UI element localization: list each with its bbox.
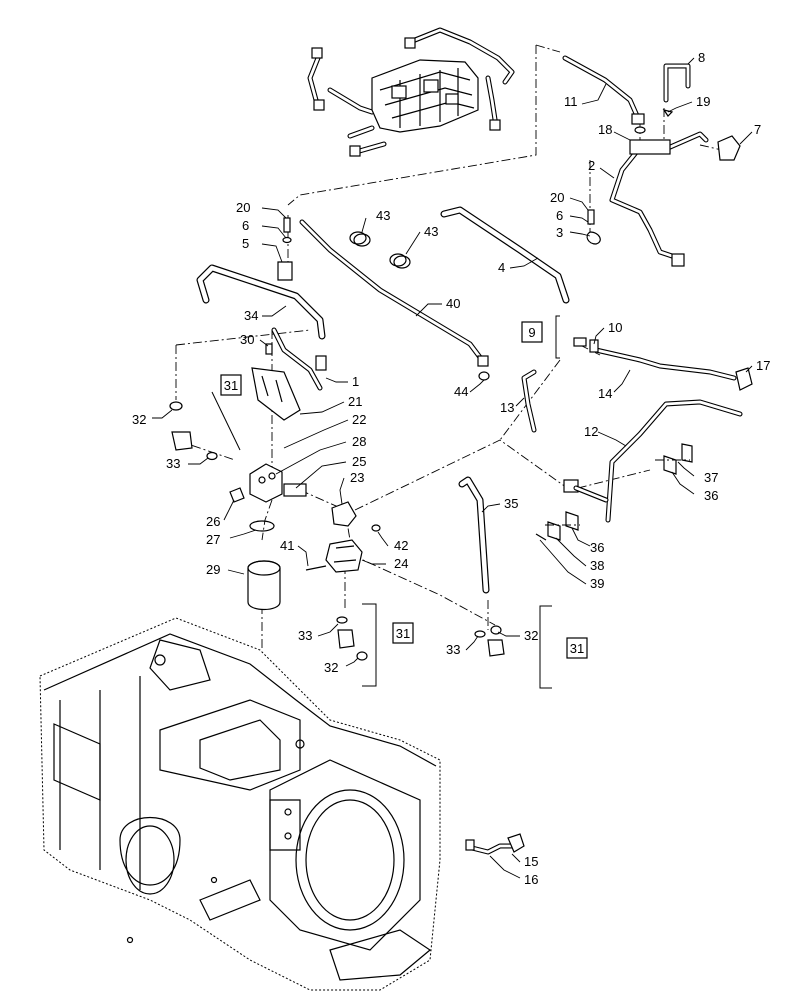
callout-7: 7 (754, 122, 761, 137)
pipe-8 (663, 63, 691, 103)
callout-19: 19 (696, 94, 710, 109)
ref-31b: 31 (396, 626, 410, 641)
callout-20-left: 20 (236, 200, 250, 215)
callout-18: 18 (598, 122, 612, 137)
callout-2: 2 (588, 158, 595, 173)
callout-16: 16 (524, 872, 538, 887)
callout-33-mid: 33 (298, 628, 312, 643)
hose-34 (196, 264, 326, 340)
callouts: 8 11 19 18 7 2 20 6 3 20 6 5 43 43 4 34 … (132, 50, 770, 887)
callout-36-right: 36 (704, 488, 718, 503)
pipe-14 (573, 337, 753, 391)
hose-4 (440, 206, 570, 304)
callout-27: 27 (206, 532, 220, 547)
callout-24: 24 (394, 556, 408, 571)
callout-10: 10 (608, 320, 622, 335)
callout-13: 13 (500, 400, 514, 415)
callout-6-right: 6 (556, 208, 563, 223)
filter-head (229, 463, 307, 532)
callout-34: 34 (244, 308, 258, 323)
callout-36-mid: 36 (590, 540, 604, 555)
leader-lines (152, 57, 753, 879)
callout-38: 38 (590, 558, 604, 573)
callout-11: 11 (564, 94, 578, 109)
callout-4: 4 (498, 260, 505, 275)
ref-box-31b (392, 622, 414, 644)
hose-35 (458, 476, 490, 594)
callout-44: 44 (454, 384, 468, 399)
callout-14: 14 (598, 386, 612, 401)
callout-1: 1 (352, 374, 359, 389)
callout-15: 15 (524, 854, 538, 869)
valve-assembly (307, 27, 515, 157)
callout-22: 22 (352, 412, 366, 427)
callout-29: 29 (206, 562, 220, 577)
callout-26: 26 (206, 514, 220, 529)
hose-and-bracket-1 (251, 327, 327, 421)
callout-30: 30 (240, 332, 254, 347)
callout-5: 5 (242, 236, 249, 251)
pipe-13 (521, 369, 537, 433)
reference-brackets (211, 315, 560, 689)
hose-40 (299, 219, 490, 381)
callout-42: 42 (394, 538, 408, 553)
callout-25: 25 (352, 454, 366, 469)
fittings-left (277, 217, 293, 281)
fittings-left-32-33 (169, 401, 218, 461)
callout-3: 3 (556, 225, 563, 240)
callout-41: 41 (280, 538, 294, 553)
ref-31c: 31 (570, 641, 584, 656)
ref-box-31a (220, 374, 242, 396)
callout-32-left: 32 (132, 412, 146, 427)
callout-35: 35 (504, 496, 518, 511)
valve-24 (305, 501, 381, 573)
callout-28: 28 (352, 434, 366, 449)
ref-box-31c (566, 637, 588, 659)
transmission-housing (39, 617, 441, 991)
ref-9: 9 (528, 325, 535, 340)
callout-32-right: 32 (524, 628, 538, 643)
ref-box-9 (521, 321, 543, 343)
callout-6-left: 6 (242, 218, 249, 233)
clamps-36-37-38 (535, 443, 693, 541)
fittings-bottom (336, 616, 505, 661)
callout-20-right: 20 (550, 190, 564, 205)
filter-29 (247, 560, 281, 611)
ref-31a: 31 (224, 378, 238, 393)
callout-33-right: 33 (446, 642, 460, 657)
callout-32-mid: 32 (324, 660, 338, 675)
small-fittings-right (586, 109, 674, 245)
pipe-11 (562, 55, 645, 125)
callout-39: 39 (590, 576, 604, 591)
callout-43-a: 43 (376, 208, 390, 223)
clamps-43 (349, 231, 411, 269)
callout-33-left: 33 (166, 456, 180, 471)
callout-17: 17 (756, 358, 770, 373)
callout-8: 8 (698, 50, 705, 65)
pipe-12 (563, 399, 743, 523)
assembly-lines (175, 44, 723, 650)
callout-43-b: 43 (424, 224, 438, 239)
callout-40: 40 (446, 296, 460, 311)
callout-23: 23 (350, 470, 364, 485)
callout-12: 12 (584, 424, 598, 439)
sensor-15-16 (465, 833, 525, 855)
callout-37: 37 (704, 470, 718, 485)
pipe-2 (609, 131, 741, 267)
boxed-references: 31 9 31 31 (220, 321, 588, 659)
callout-21: 21 (348, 394, 362, 409)
